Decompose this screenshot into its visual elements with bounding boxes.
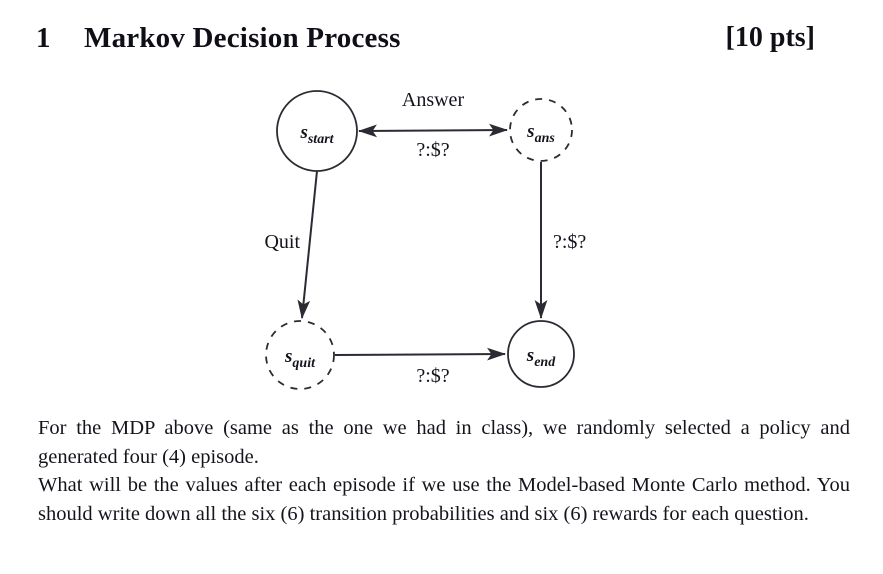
question-paragraph-2: What will be the values after each episo… <box>38 474 850 526</box>
section-header: 1 Markov Decision Process [10 pts] <box>0 24 883 72</box>
edge-start-quit-line <box>297 170 318 319</box>
page-title: Markov Decision Process <box>84 22 401 54</box>
edge-label-reward-bottom: ?:$? <box>416 365 449 387</box>
edge-label-answer: Answer <box>402 89 465 111</box>
edge-start-ans: Answer ?:$? <box>358 89 508 161</box>
edge-start-quit: Quit <box>264 170 318 319</box>
question-paragraph-1: For the MDP above (same as the one we ha… <box>38 417 850 468</box>
edge-label-quit: Quit <box>264 231 300 253</box>
node-s-end[interactable]: send <box>507 320 575 388</box>
node-s-quit-circle[interactable] <box>265 320 335 390</box>
node-s-ans-label: sans <box>526 121 555 146</box>
node-s-ans[interactable]: sans <box>509 98 573 162</box>
section-points-badge: [10 pts] <box>725 22 815 53</box>
node-s-start-circle[interactable] <box>276 90 358 172</box>
mdp-state-diagram: Answer ?:$? Quit ?:$? ?:$? sstart <box>0 80 883 410</box>
node-s-end-label: send <box>526 345 556 370</box>
edge-start-ans-line <box>358 123 508 138</box>
edge-quit-end: ?:$? <box>334 347 506 387</box>
question-body: For the MDP above (same as the one we ha… <box>38 414 850 529</box>
node-s-quit-label: squit <box>284 346 316 371</box>
edge-ans-end: ?:$? <box>534 162 586 319</box>
edge-quit-end-line <box>334 347 506 361</box>
node-s-start-label: sstart <box>299 122 334 147</box>
edge-label-reward-right: ?:$? <box>553 231 586 253</box>
node-s-quit[interactable]: squit <box>265 320 335 390</box>
node-s-end-circle[interactable] <box>507 320 575 388</box>
node-s-start[interactable]: sstart <box>276 90 358 172</box>
edge-label-reward-top: ?:$? <box>416 139 449 161</box>
section-number: 1 <box>36 22 51 54</box>
node-s-ans-circle[interactable] <box>509 98 573 162</box>
